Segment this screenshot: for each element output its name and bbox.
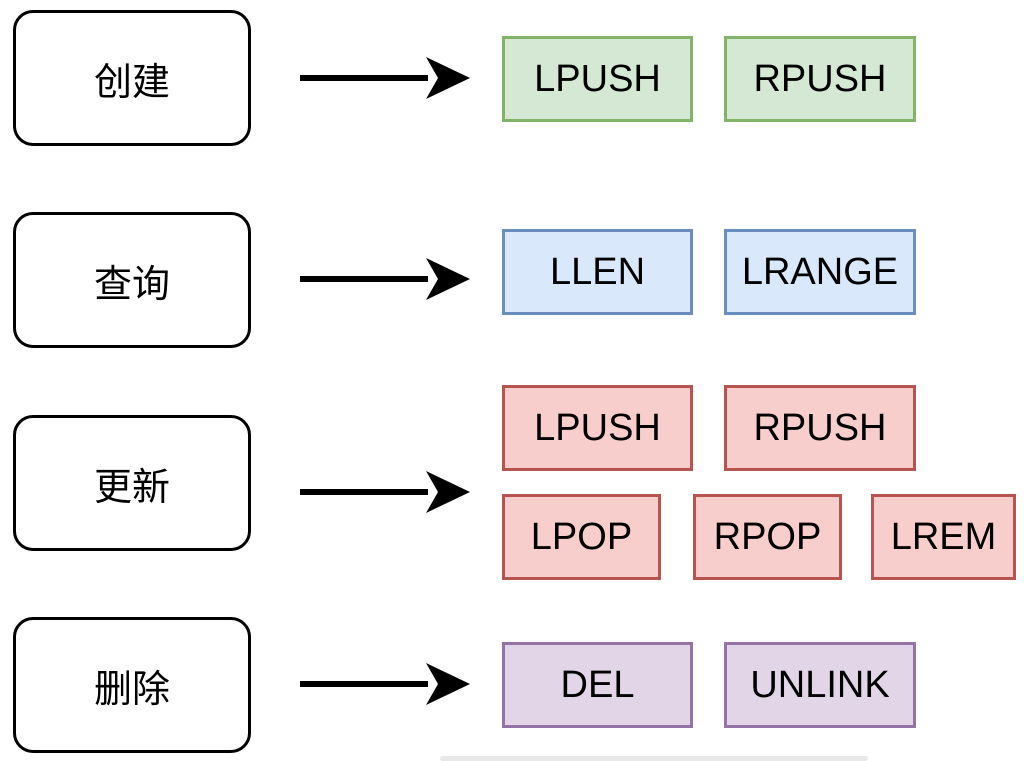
cmd-update-lrem: LREM [871, 494, 1016, 580]
cmd-update-rpush: RPUSH [724, 385, 916, 471]
cmd-label: RPUSH [753, 406, 887, 449]
cmd-delete-unlink: UNLINK [724, 642, 916, 728]
cmd-label: RPUSH [753, 57, 887, 100]
op-update-box: 更新 [13, 415, 251, 551]
cmd-create-rpush: RPUSH [724, 36, 916, 122]
horizontal-scrollbar[interactable] [440, 756, 868, 761]
cmd-label: UNLINK [750, 663, 890, 706]
op-update-label: 更新 [93, 464, 170, 509]
op-query-box: 查询 [13, 212, 251, 348]
op-create-label: 创建 [93, 59, 170, 104]
cmd-label: RPOP [713, 515, 822, 558]
op-query-label: 查询 [93, 261, 170, 306]
cmd-label: LPUSH [534, 406, 661, 449]
op-create-box: 创建 [13, 10, 251, 146]
cmd-create-lpush: LPUSH [502, 36, 693, 122]
op-delete-box: 删除 [13, 617, 251, 753]
cmd-label: DEL [560, 663, 635, 706]
op-delete-label: 删除 [93, 666, 170, 711]
cmd-label: LPOP [530, 515, 633, 558]
cmd-update-lpop: LPOP [502, 494, 661, 580]
cmd-label: LRANGE [741, 250, 899, 293]
right-arrow-icon [300, 258, 470, 300]
cmd-query-lrange: LRANGE [724, 229, 916, 315]
cmd-query-llen: LLEN [502, 229, 693, 315]
right-arrow-icon [300, 57, 470, 99]
cmd-label: LREM [890, 515, 997, 558]
cmd-delete-del: DEL [502, 642, 693, 728]
cmd-label: LPUSH [534, 57, 661, 100]
cmd-update-lpush: LPUSH [502, 385, 693, 471]
right-arrow-icon [300, 471, 470, 513]
right-arrow-icon [300, 663, 470, 705]
cmd-label: LLEN [549, 250, 646, 293]
cmd-update-rpop: RPOP [693, 494, 842, 580]
